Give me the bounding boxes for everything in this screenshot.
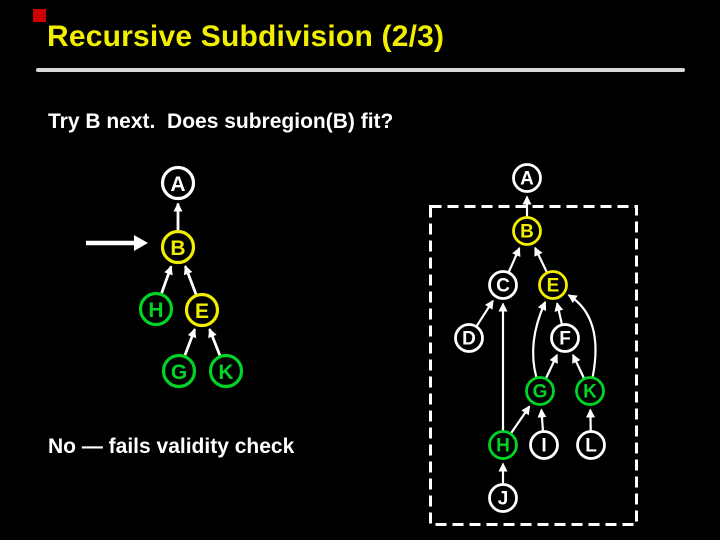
- tree-edge-G-E: [183, 328, 197, 357]
- left-tree-node-A: A: [160, 165, 196, 201]
- right-tree-node-I: I: [529, 430, 559, 460]
- right-tree-node-B: B: [512, 216, 542, 246]
- right-tree-node-A: A: [512, 163, 542, 193]
- red-square-bullet: [33, 9, 46, 22]
- right-tree-node-label-B: B: [520, 222, 534, 243]
- arrow-right-icon: [86, 235, 148, 251]
- tree-edge-H-G: [510, 405, 531, 435]
- tree-edge-E-B: [534, 246, 548, 274]
- tree-edge-K-E: [208, 328, 222, 358]
- left-tree-node-label-K: K: [218, 361, 233, 384]
- right-tree-node-label-J: J: [498, 489, 509, 510]
- right-tree-node-label-C: C: [496, 276, 510, 297]
- right-tree-node-K: K: [575, 376, 605, 406]
- left-tree-node-label-E: E: [195, 300, 209, 323]
- tree-edge-E-B: [183, 265, 198, 296]
- tree-edge-D-C: [475, 299, 494, 327]
- right-tree-node-label-I: I: [541, 436, 546, 457]
- right-tree-node-label-D: D: [462, 329, 476, 350]
- title-rule: [36, 68, 685, 72]
- tree-edge-H-B: [160, 265, 173, 295]
- right-tree-node-D: D: [454, 323, 484, 353]
- right-tree-node-label-K: K: [583, 382, 597, 403]
- left-tree-diagram: A B H E G K: [138, 165, 244, 389]
- left-tree-node-label-H: H: [148, 299, 163, 322]
- tree-edge-I-G: [537, 408, 547, 432]
- slide-subtitle: Try B next. Does subregion(B) fit?: [48, 110, 394, 133]
- right-tree-node-G: G: [525, 376, 555, 406]
- slide-footer-text: No — fails validity check: [48, 435, 295, 458]
- right-tree-node-label-F: F: [559, 329, 571, 350]
- slide-title: Recursive Subdivision (2/3): [47, 20, 445, 53]
- right-tree-node-H: H: [488, 430, 518, 460]
- left-tree-node-E: E: [184, 292, 220, 328]
- tree-edge-C-B: [507, 246, 521, 273]
- right-tree-diagram: A B C E D F G K H I L J: [454, 163, 606, 513]
- tree-edge-K-F: [572, 353, 585, 379]
- right-tree-node-E: E: [538, 270, 568, 300]
- tree-edge-G-F: [545, 353, 558, 379]
- right-tree-node-label-H: H: [496, 436, 510, 457]
- right-tree-node-L: L: [576, 430, 606, 460]
- tree-edge-F-E: [554, 302, 564, 325]
- left-tree-node-label-G: G: [171, 361, 187, 384]
- right-tree-node-F: F: [550, 323, 580, 353]
- right-tree-node-label-G: G: [533, 382, 548, 403]
- right-tree-node-label-L: L: [585, 436, 597, 457]
- dashed-region: [429, 205, 638, 526]
- tree-edge-K-E: [567, 294, 597, 378]
- left-tree-node-K: K: [208, 353, 244, 389]
- right-tree-node-C: C: [488, 270, 518, 300]
- left-tree-node-B: B: [160, 229, 196, 265]
- left-tree-node-G: G: [161, 353, 197, 389]
- right-tree-node-label-E: E: [547, 276, 560, 297]
- left-tree-node-label-A: A: [170, 173, 185, 196]
- left-tree-node-label-B: B: [170, 237, 185, 260]
- left-tree-node-H: H: [138, 291, 174, 327]
- tree-edge-G-E: [532, 300, 547, 379]
- right-tree-node-label-A: A: [520, 169, 534, 190]
- right-tree-node-J: J: [488, 483, 518, 513]
